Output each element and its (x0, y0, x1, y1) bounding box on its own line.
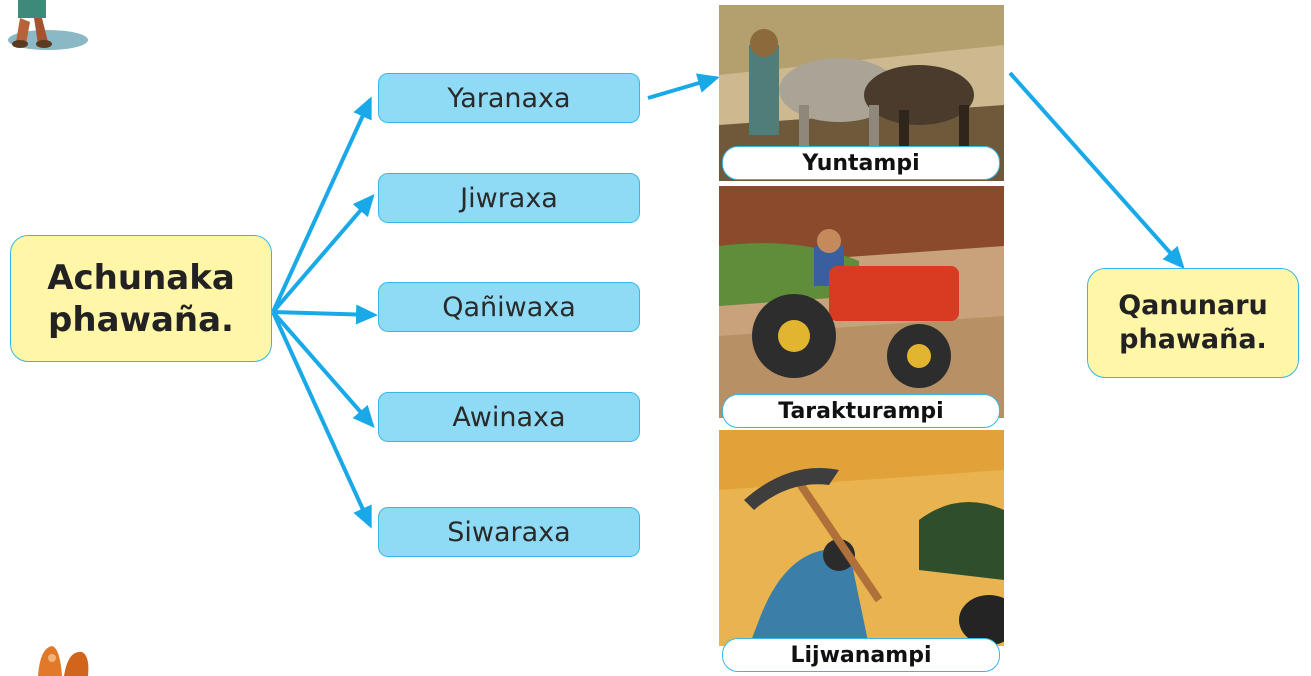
arrow-yuntampi-to-qanunaru (1008, 71, 1185, 269)
step-box-jiwraxa: Jiwraxa (378, 173, 640, 223)
arrow-to-jiwraxa (271, 193, 375, 314)
caption-text: Lijwanampi (790, 642, 932, 668)
arrow-yaranaxa-to-yuntampi (647, 73, 720, 100)
step-box-awinaxa: Awinaxa (378, 392, 640, 442)
step-label: Awinaxa (452, 401, 566, 433)
step-box-siwaraxa: Siwaraxa (378, 507, 640, 557)
tarakturampi-tractor-illustration (719, 186, 1004, 418)
caption-text: Yuntampi (802, 150, 920, 176)
arrow-to-awinaxa (271, 310, 375, 429)
target-line-2: phawaña. (1119, 324, 1267, 355)
step-label: Qañiwaxa (442, 291, 576, 323)
source-line-2: phawaña. (48, 299, 234, 340)
caption-tarakturampi: Tarakturampi (722, 394, 1000, 428)
target-box-qanunaru: Qanunaru phawaña. (1087, 268, 1299, 378)
step-label: Jiwraxa (460, 182, 558, 214)
source-box-achunaka: Achunaka phawaña. (10, 235, 272, 362)
step-box-qaniwaxa: Qañiwaxa (378, 282, 640, 332)
caption-lijwanampi: Lijwanampi (722, 638, 1000, 672)
caption-text: Tarakturampi (778, 398, 944, 424)
farmer-corner-illustration (8, 0, 88, 50)
arrow-to-qaniwaxa (272, 304, 378, 325)
target-line-1: Qanunaru (1118, 290, 1268, 321)
step-label: Siwaraxa (447, 516, 571, 548)
lijwanampi-pickaxe-illustration (719, 430, 1004, 646)
step-box-yaranaxa: Yaranaxa (378, 73, 640, 123)
source-line-1: Achunaka (47, 257, 235, 298)
character-corner-illustration (38, 646, 89, 676)
step-label: Yaranaxa (447, 82, 571, 114)
arrow-to-siwaraxa (271, 311, 372, 529)
arrow-to-yaranaxa (271, 96, 372, 313)
caption-yuntampi: Yuntampi (722, 146, 1000, 180)
